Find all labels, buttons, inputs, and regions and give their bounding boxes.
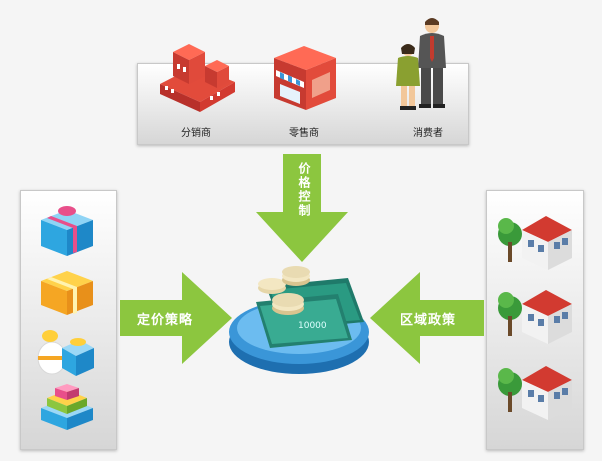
house-icon-3 (498, 366, 572, 420)
arrow-left (370, 272, 484, 364)
stacked-gifts-icon (41, 384, 93, 430)
factory-icon (160, 44, 235, 112)
regional-policy-label: 区域政策 (400, 313, 457, 328)
shop-icon (274, 46, 336, 110)
house-icon-1 (498, 216, 572, 270)
arrow-right (120, 272, 232, 364)
money-disc-icon: 10000 (229, 266, 369, 374)
label-consumer: 消费者 (413, 128, 443, 139)
price-control-label: 价格控制 (297, 162, 311, 218)
bill-value-text: 10000 (298, 321, 327, 331)
gift-ribbon-icon (37, 330, 94, 376)
blue-gift-icon (41, 206, 93, 256)
house-icon-2 (498, 290, 572, 344)
label-distributor: 分销商 (181, 128, 211, 139)
people-icon (396, 18, 446, 110)
pricing-strategy-label: 定价策略 (137, 313, 194, 328)
orange-gift-icon (41, 271, 93, 315)
arrow-down (256, 154, 348, 262)
label-retailer: 零售商 (289, 128, 319, 139)
